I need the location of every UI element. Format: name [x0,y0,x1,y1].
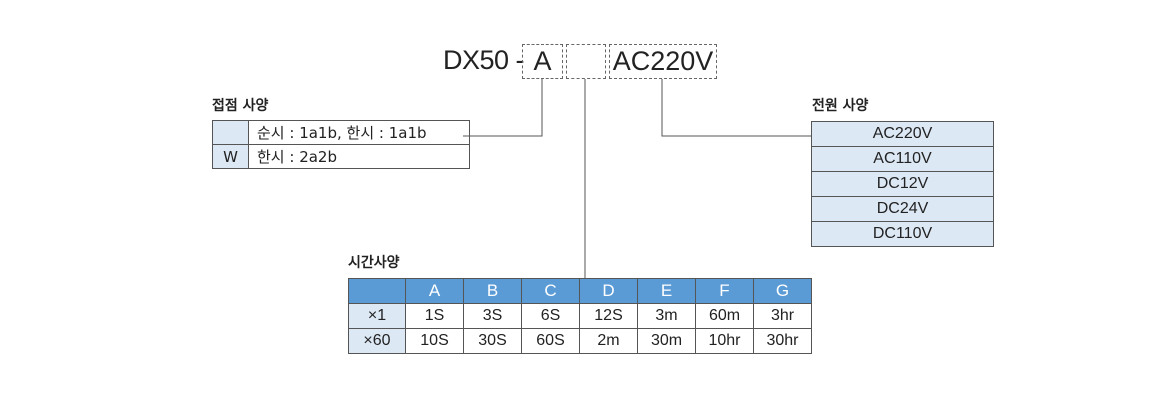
power-option: AC110V [811,146,994,172]
table-header-row: A B C D E F G [348,278,812,304]
time-row-label: ×1 [348,303,406,329]
contact-desc: 순시 : 1a1b, 한시 : 1a1b [248,120,470,145]
connector-power [661,79,812,137]
time-col-header: E [637,278,696,304]
table-row: W 한시 : 2a2b [212,144,470,169]
power-option: DC12V [811,171,994,197]
contact-spec-table: 순시 : 1a1b, 한시 : 1a1b W 한시 : 2a2b [212,120,470,169]
power-option: DC24V [811,196,994,222]
time-cell: 30S [463,328,522,354]
table-row: ×1 1S 3S 6S 12S 3m 60m 3hr [348,303,812,329]
time-cell: 10S [405,328,464,354]
time-col-header: F [695,278,754,304]
time-spec-table: A B C D E F G ×1 1S 3S 6S 12S 3m 60m 3hr… [348,278,812,354]
table-row: ×60 10S 30S 60S 2m 30m 10hr 30hr [348,328,812,354]
contact-desc: 한시 : 2a2b [248,144,470,169]
table-row: AC110V [811,146,994,172]
time-row-label: ×60 [348,328,406,354]
time-cell: 6S [521,303,580,329]
time-cell: 10hr [695,328,754,354]
time-cell: 3S [463,303,522,329]
time-cell: 3hr [753,303,812,329]
power-spec-table: AC220V AC110V DC12V DC24V DC110V [811,121,994,247]
time-col-header: B [463,278,522,304]
time-col-header: G [753,278,812,304]
model-box-time [566,44,606,79]
time-spec-title: 시간사양 [348,255,400,271]
model-box-contact: A [522,44,563,79]
power-option: DC110V [811,221,994,247]
time-cell: 1S [405,303,464,329]
model-prefix: DX50 - [443,45,525,75]
time-cell: 60S [521,328,580,354]
table-row: DC12V [811,171,994,197]
model-box-power: AC220V [609,44,717,79]
connector-contact [463,79,543,137]
table-row: DC110V [811,221,994,247]
table-row: 순시 : 1a1b, 한시 : 1a1b [212,120,470,145]
contact-code: W [212,144,249,169]
time-cell: 12S [579,303,638,329]
time-col-header: C [521,278,580,304]
time-cell: 30hr [753,328,812,354]
power-spec-title: 전원 사양 [812,98,869,114]
time-col-header: D [579,278,638,304]
time-cell: 2m [579,328,638,354]
contact-spec-title: 접점 사양 [212,98,269,114]
table-corner [348,278,406,304]
time-cell: 60m [695,303,754,329]
table-row: AC220V [811,121,994,147]
time-col-header: A [405,278,464,304]
power-option: AC220V [811,121,994,147]
contact-code [212,120,249,145]
table-row: DC24V [811,196,994,222]
time-cell: 3m [637,303,696,329]
time-cell: 30m [637,328,696,354]
